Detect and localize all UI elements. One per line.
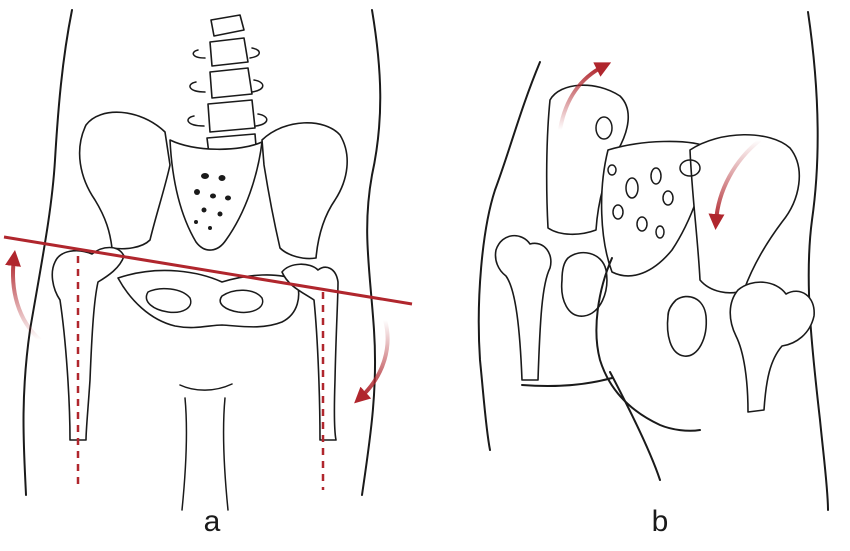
sacroiliac-joint-right bbox=[679, 159, 701, 177]
sacroiliac-joint-left bbox=[595, 116, 613, 140]
body-contour-b-left bbox=[477, 61, 541, 451]
panel-label-b: b bbox=[651, 505, 669, 538]
perineum-contour bbox=[179, 383, 233, 511]
hip-socket-b-left bbox=[560, 251, 608, 317]
sacral-foramina-b bbox=[607, 164, 674, 239]
pelvic-tilt-line bbox=[3, 235, 413, 306]
sacrum-b bbox=[600, 140, 711, 277]
body-contour-right bbox=[361, 9, 382, 496]
buttock-contour bbox=[595, 257, 701, 432]
femur-b-right bbox=[729, 281, 815, 413]
gluteal-fold bbox=[521, 377, 613, 387]
sacrum bbox=[169, 139, 263, 251]
ilium-b-right bbox=[689, 133, 801, 294]
femur-left bbox=[51, 246, 125, 441]
panel-label-a: a bbox=[203, 505, 221, 538]
arrow-up-b-icon bbox=[558, 62, 612, 131]
obturator-foramen-left bbox=[145, 287, 192, 314]
lumbar-spine bbox=[187, 14, 268, 163]
arrow-down-b-icon bbox=[708, 138, 762, 230]
body-contour-b-right bbox=[807, 11, 829, 511]
ilium-left bbox=[78, 111, 171, 250]
sacral-foramina bbox=[194, 173, 231, 230]
arrow-down-icon bbox=[354, 319, 390, 404]
pubis bbox=[117, 269, 300, 329]
body-contour-left bbox=[22, 9, 73, 496]
hip-socket-b-right bbox=[666, 295, 708, 357]
thigh-contour bbox=[609, 371, 661, 481]
arrow-up-icon bbox=[5, 250, 42, 342]
femur-b-left bbox=[494, 234, 552, 381]
obturator-foramen-right bbox=[219, 289, 264, 314]
ilium-right bbox=[261, 122, 348, 260]
panel-a-front-view bbox=[3, 9, 413, 511]
panel-b-oblique-view bbox=[477, 11, 829, 511]
